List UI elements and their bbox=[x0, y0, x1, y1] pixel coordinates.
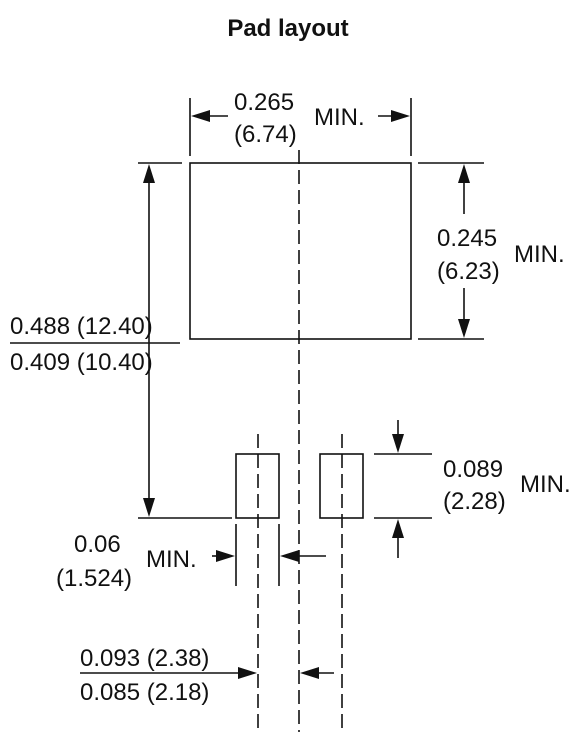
arrowhead bbox=[143, 164, 155, 183]
arrowhead bbox=[392, 434, 404, 453]
pad-width-qualifier: MIN. bbox=[314, 104, 365, 131]
lead-pad-width-inch: 0.06 bbox=[74, 531, 121, 558]
lead-pitch-min: 0.085 (2.18) bbox=[80, 679, 209, 706]
arrowhead bbox=[216, 550, 235, 562]
arrowhead bbox=[238, 667, 257, 679]
arrowhead bbox=[391, 110, 410, 122]
lead-pad-height-qualifier: MIN. bbox=[520, 471, 571, 498]
lead-pad-width-qualifier: MIN. bbox=[146, 546, 197, 573]
diagram-title: Pad layout bbox=[227, 15, 348, 42]
lead-pitch-dimension: 0.093 (2.38) 0.085 (2.18) bbox=[80, 645, 334, 706]
arrowhead bbox=[300, 667, 319, 679]
lead-pad-height-inch: 0.089 bbox=[443, 456, 503, 483]
arrowhead bbox=[143, 498, 155, 517]
total-height-max: 0.488 (12.40) bbox=[10, 313, 153, 340]
total-height-dimension: 0.488 (12.40) 0.409 (10.40) bbox=[10, 162, 232, 519]
pad-width-dimension: 0.265 (6.74) MIN. bbox=[189, 89, 412, 156]
pad-height-dimension: 0.245 (6.23) MIN. bbox=[418, 162, 565, 340]
pad-height-mm: (6.23) bbox=[437, 258, 500, 285]
large-pad bbox=[189, 162, 412, 340]
lead-pad-height-dimension: 0.089 (2.28) MIN. bbox=[374, 420, 571, 558]
lead-pad-width-mm: (1.524) bbox=[56, 565, 132, 592]
pad-width-inch: 0.265 bbox=[234, 89, 294, 116]
pad-height-qualifier: MIN. bbox=[514, 241, 565, 268]
arrowhead bbox=[392, 519, 404, 538]
arrowhead bbox=[458, 319, 470, 338]
lead-pad-width-dimension: 0.06 (1.524) MIN. bbox=[56, 524, 326, 592]
lead-pitch-max: 0.093 (2.38) bbox=[80, 645, 209, 672]
arrowhead bbox=[191, 110, 210, 122]
pad-height-inch: 0.245 bbox=[437, 225, 497, 252]
arrowhead bbox=[280, 550, 299, 562]
total-height-min: 0.409 (10.40) bbox=[10, 349, 153, 376]
pad-width-mm: (6.74) bbox=[234, 121, 297, 148]
arrowhead bbox=[458, 164, 470, 183]
lead-pad-height-mm: (2.28) bbox=[443, 488, 506, 515]
